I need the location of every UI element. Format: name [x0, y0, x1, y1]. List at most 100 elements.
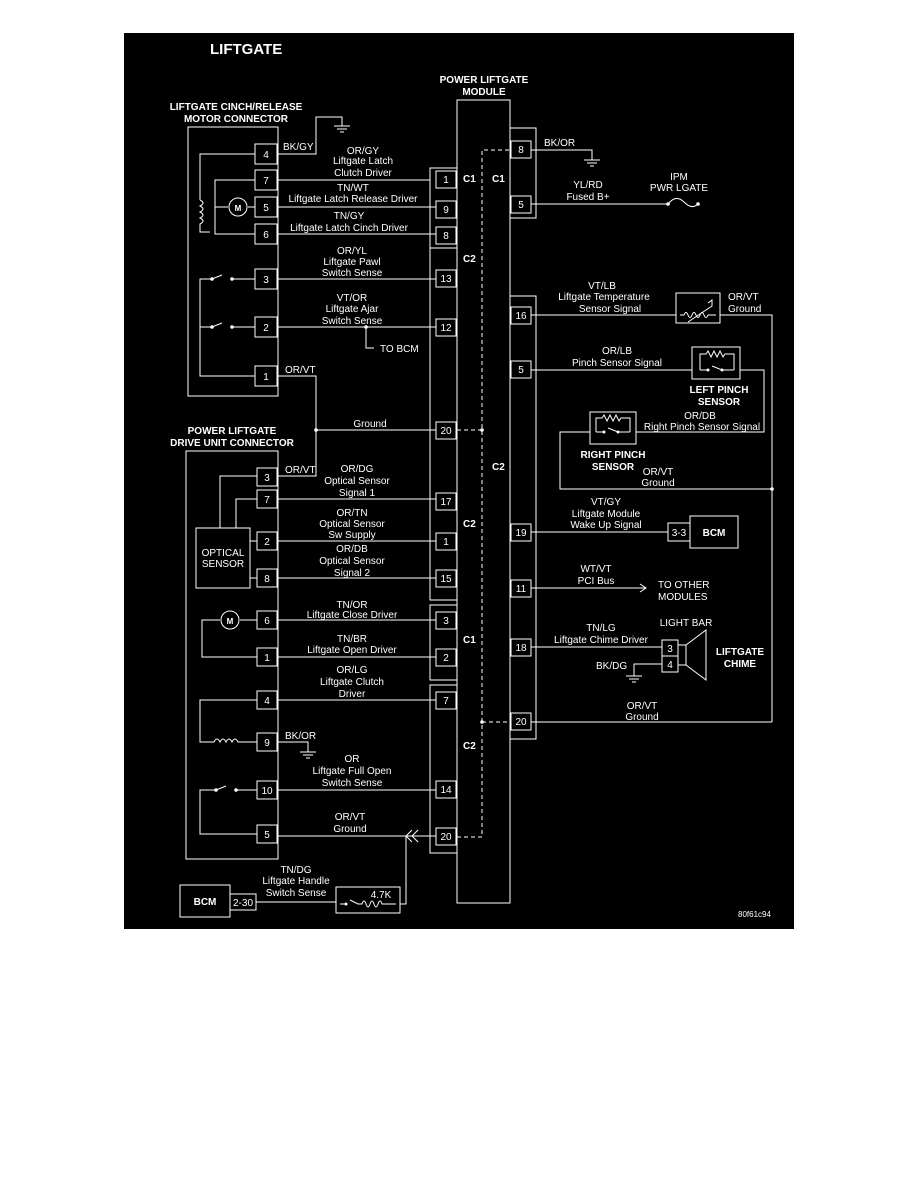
wire-or-vt-temp: OR/VT: [728, 292, 759, 303]
drive-pin: 1: [264, 653, 270, 664]
wire-or-tn-desc-1: Optical Sensor: [319, 519, 385, 530]
drive-pin: 9: [264, 738, 270, 749]
right-pinch-label-1: RIGHT PINCH: [581, 450, 646, 461]
right-pin: 11: [516, 584, 527, 595]
wire-vt-lb-desc-2: Sensor Signal: [579, 304, 641, 315]
wire-vt-gy-desc-2: Wake Up Signal: [570, 520, 641, 531]
left-pin: 2: [443, 653, 449, 664]
module-right-pins: 8 5 16 5 19 11 18 20: [510, 140, 532, 731]
drive-pin: 2: [264, 537, 270, 548]
wire-or-lb-desc: Pinch Sensor Signal: [572, 358, 662, 369]
left-pin: 1: [443, 537, 449, 548]
drive-unit-connector: POWER LIFTGATE DRIVE UNIT CONNECTOR 3 7 …: [170, 426, 295, 860]
wire-wt-vt: WT/VT: [580, 564, 611, 575]
left-pinch-label-2: SENSOR: [698, 397, 741, 408]
ground-icon: [334, 125, 350, 133]
temperature-sensor-box: [675, 292, 721, 324]
left-pin: 20: [440, 832, 452, 843]
wire-tn-wt-desc: Liftgate Latch Release Driver: [289, 194, 419, 205]
wire-tn-dg-desc-1: Liftgate Handle: [262, 876, 330, 887]
left-pin: 12: [440, 323, 452, 334]
optical-sensor-label-2: SENSOR: [202, 559, 244, 570]
other-modules-label-2: MODULES: [658, 592, 708, 603]
wire-or-dg-desc-1: Optical Sensor: [324, 476, 390, 487]
wire-or-db-desc-2: Signal 2: [334, 568, 371, 579]
ipm-label-1: IPM: [670, 172, 688, 183]
wire-or-vt-drive: OR/VT: [285, 465, 316, 476]
wire-or-gy-desc-1: Liftgate Latch: [333, 156, 393, 167]
motor-symbol: M: [235, 204, 242, 213]
right-pinch-label-2: SENSOR: [592, 462, 635, 473]
pawl-switch-icon: [199, 274, 255, 377]
thermistor-icon: [680, 299, 716, 323]
wire-or-desc-2: Switch Sense: [322, 778, 383, 789]
wire-vt-lb: VT/LB: [588, 281, 616, 292]
wire-or-lg: OR/LG: [336, 665, 367, 676]
drive-pin: 8: [264, 574, 270, 585]
wire-bk-or-right: BK/OR: [544, 138, 575, 149]
motor-pin: 2: [263, 323, 269, 334]
ipm-label-2: PWR LGATE: [650, 183, 708, 194]
wire-tn-wt: TN/WT: [337, 183, 369, 194]
wire-or-vt-pinch-desc: Ground: [641, 478, 674, 489]
drive-connector-label-2: DRIVE UNIT CONNECTOR: [170, 438, 294, 449]
wire-or-gy: OR/GY: [347, 146, 380, 157]
wire-or-yl-desc-2: Switch Sense: [322, 268, 383, 279]
left-pinch-label-1: LEFT PINCH: [690, 385, 749, 396]
bcm-bottom-pin: 2-30: [233, 898, 253, 909]
wire-or-vt-pinch: OR/VT: [643, 467, 674, 478]
drive-wires: OR/VT OR/DG Optical Sensor Signal 1 OR/T…: [277, 464, 436, 905]
wire-or-vt-5: OR/VT: [335, 812, 366, 823]
wire-tn-lg: TN/LG: [586, 623, 616, 634]
optical-sensor-box: [195, 527, 251, 589]
wire-or-lg-desc-1: Liftgate Clutch: [320, 677, 384, 688]
chime-pin: 3: [667, 644, 673, 655]
wire-bk-or-drive: BK/OR: [285, 731, 316, 742]
wire-or-dg-desc-2: Signal 1: [339, 488, 376, 499]
module-label-1: POWER LIFTGATE: [440, 75, 529, 86]
internal-ground-dashed-branch: [457, 429, 510, 723]
motor-pin: 4: [263, 150, 269, 161]
c1-label-top-right: C1: [492, 174, 505, 185]
clutch-coil-icon: [199, 699, 257, 744]
motor-connector: LIFTGATE CINCH/RELEASE MOTOR CONNECTOR 4…: [170, 102, 303, 397]
right-pin: 5: [518, 365, 524, 376]
other-modules-label-1: TO OTHER: [658, 580, 709, 591]
wire-yl-rd: YL/RD: [573, 180, 602, 191]
wire-or: OR: [345, 754, 360, 765]
bcm-right-pin: 3-3: [672, 528, 687, 539]
wire-or-dg: OR/DG: [341, 464, 374, 475]
motor-pin: 6: [263, 230, 269, 241]
drive-pin: 7: [264, 495, 270, 506]
right-pin: 16: [515, 311, 527, 322]
speaker-icon: [678, 629, 707, 681]
wire-vt-or-desc-2: Switch Sense: [322, 316, 383, 327]
wire-or-vt-r20: OR/VT: [627, 701, 658, 712]
wire-or-vt-temp-desc: Ground: [728, 304, 761, 315]
wire-tn-or: TN/OR: [336, 600, 367, 611]
c2-label-2: C2: [463, 519, 476, 530]
wire-tn-gy-desc: Liftgate Latch Cinch Driver: [290, 223, 409, 234]
wire-or-lb: OR/LB: [602, 346, 632, 357]
wire-or-tn-desc-2: Sw Supply: [328, 530, 375, 541]
chime-label-2: CHIME: [724, 659, 757, 670]
wire-or-yl: OR/YL: [337, 246, 367, 257]
wire-vt-gy-desc-1: Liftgate Module: [572, 509, 641, 520]
motor-pin: 7: [263, 176, 269, 187]
wire-vt-or-desc-1: Liftgate Ajar: [326, 304, 379, 315]
right-pin: 19: [515, 528, 527, 539]
motor-icon: [228, 197, 248, 217]
right-pinch-sensor-box: [589, 411, 637, 445]
chime-label-1: LIFTGATE: [716, 647, 764, 658]
left-pin: 14: [440, 785, 452, 796]
wire-tn-gy: TN/GY: [334, 211, 365, 222]
bcm-right-box: [689, 515, 739, 549]
right-pin: 5: [518, 200, 524, 211]
wire-vt-gy: VT/GY: [591, 497, 621, 508]
wire-or-tn: OR/TN: [336, 508, 367, 519]
drive-motor-symbol: M: [227, 617, 234, 626]
wire-or-vt-top: OR/VT: [285, 365, 316, 376]
wire-or-vt-r20-desc: Ground: [625, 712, 658, 723]
c2-label-lower: C2: [463, 741, 476, 752]
light-bar-label: LIGHT BAR: [660, 618, 713, 629]
